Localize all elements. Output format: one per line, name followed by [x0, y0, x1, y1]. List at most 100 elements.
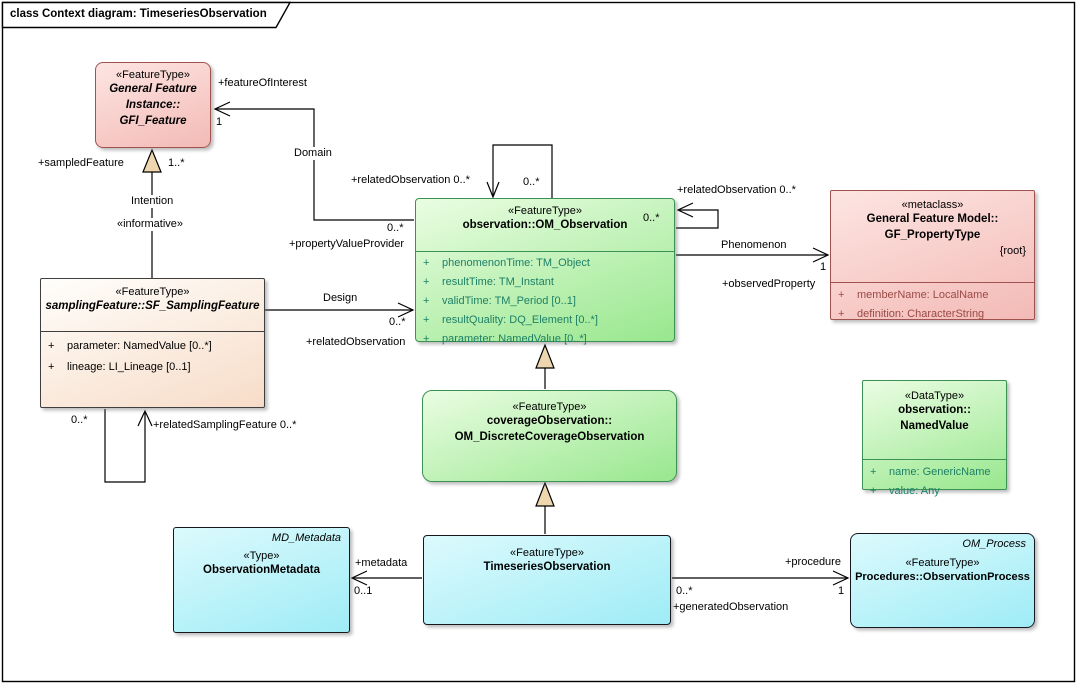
attribute-visibility: +: [423, 295, 430, 307]
attribute-visibility: +: [423, 257, 430, 269]
top-loop-open-arrowhead: [486, 181, 500, 199]
attribute-visibility: +: [48, 361, 55, 373]
label-intention: Intention: [129, 195, 176, 208]
attribute-text: resultTime: TM_Instant: [442, 276, 554, 288]
label-procedure-mult: 1: [838, 585, 845, 597]
connector-related-observation-top-loop[interactable]: [492, 144, 553, 198]
om-observation-name: observation::OM_Observation: [462, 219, 628, 231]
metadata-open-arrowhead: [350, 570, 368, 586]
attribute-text: name: GenericName: [889, 466, 991, 478]
label-design-related-observation: +relatedObservation: [306, 336, 406, 348]
attribute-value: + value: Any: [863, 482, 1006, 501]
gfi-feature-name-line2: Instance::: [125, 99, 181, 111]
attribute-visibility: +: [838, 308, 845, 320]
label-design: Design: [323, 292, 358, 304]
observation-process-name: Procedures::ObservationProcess: [855, 571, 1030, 583]
generalization-triangle-2: [535, 481, 555, 507]
observation-process-stereotype: «FeatureType»: [905, 557, 980, 569]
class-om-observation[interactable]: «FeatureType» observation::OM_Observatio…: [415, 198, 675, 345]
om-observation-attributes: + phenomenonTime: TM_Object + resultTime…: [416, 251, 674, 349]
attribute-text: value: Any: [889, 485, 940, 497]
attribute-text: parameter: NamedValue [0..*]: [442, 333, 587, 345]
class-gf-property-type[interactable]: «metaclass» General Feature Model:: GF_P…: [830, 190, 1035, 320]
class-sf-sampling-feature[interactable]: «FeatureType» samplingFeature::SF_Sampli…: [40, 278, 265, 408]
gf-property-type-root-tag: {root}: [999, 245, 1026, 257]
attribute-text: lineage: LI_Lineage [0..1]: [67, 361, 191, 373]
class-gfi-feature[interactable]: «FeatureType» General Feature Instance::…: [95, 62, 211, 148]
named-value-name-line2: NamedValue: [900, 420, 969, 432]
attribute-visibility: +: [423, 276, 430, 288]
label-observed-property-mult: 1: [820, 261, 827, 273]
label-metadata: +metadata: [355, 557, 408, 569]
attribute-visibility: +: [48, 340, 55, 352]
label-related-observation-right-mult: 0..*: [643, 212, 660, 224]
named-value-attributes: + name: GenericName + value: Any: [863, 459, 1006, 501]
gfi-feature-name-line1: General Feature: [109, 83, 197, 95]
om-dco-stereotype: «FeatureType»: [512, 401, 587, 413]
attribute-valid-time: + validTime: TM_Period [0..1]: [416, 292, 674, 311]
attribute-text: phenomenonTime: TM_Object: [442, 257, 590, 269]
domain-open-arrowhead: [213, 101, 231, 117]
label-sampled-feature-mult: 1..*: [168, 157, 185, 169]
connector-domain-association[interactable]: [215, 108, 414, 221]
label-generated-observation-mult: 0..*: [676, 585, 693, 597]
observation-metadata-stereotype: «Type»: [243, 550, 280, 562]
sampling-loop-open-arrowhead: [137, 409, 153, 427]
attribute-text: validTime: TM_Period [0..1]: [442, 295, 576, 307]
attribute-result-quality: + resultQuality: DQ_Element [0..*]: [416, 311, 674, 330]
om-observation-stereotype: «FeatureType»: [508, 205, 582, 217]
observation-metadata-parent-class: MD_Metadata: [271, 532, 341, 544]
class-observation-process[interactable]: OM_Process «FeatureType» Procedures::Obs…: [850, 533, 1035, 628]
gf-property-type-stereotype: «metaclass»: [901, 199, 964, 211]
label-feature-of-interest: +featureOfInterest: [218, 77, 307, 89]
label-phenomenon: Phenomenon: [721, 239, 787, 251]
label-informative: «informative»: [115, 218, 186, 231]
label-feature-of-interest-mult: 1: [216, 116, 223, 128]
attribute-visibility: +: [870, 485, 877, 497]
attribute-member-name: + memberName: LocalName: [831, 286, 1034, 305]
gf-property-type-name-line2: GF_PropertyType: [884, 229, 981, 241]
sf-sampling-feature-name: samplingFeature::SF_SamplingFeature: [45, 300, 260, 312]
sf-sampling-feature-stereotype: «FeatureType»: [115, 286, 190, 298]
class-observation-metadata[interactable]: MD_Metadata «Type» ObservationMetadata: [173, 527, 350, 633]
class-timeseries-observation[interactable]: «FeatureType» TimeseriesObservation: [423, 535, 671, 625]
label-procedure: +procedure: [785, 556, 841, 568]
attribute-text: parameter: NamedValue [0..*]: [67, 340, 212, 352]
label-property-value-provider-mult: 0..*: [387, 222, 404, 234]
attribute-parameter: + parameter: NamedValue [0..*]: [41, 336, 264, 357]
attribute-text: resultQuality: DQ_Element [0..*]: [442, 314, 598, 326]
intention-triangle-arrowhead: [142, 148, 162, 173]
class-named-value[interactable]: «DataType» observation:: NamedValue + na…: [862, 380, 1007, 497]
gfi-feature-name-line3: GFI_Feature: [119, 115, 187, 127]
observation-process-parent-class: OM_Process: [962, 538, 1026, 550]
attribute-parameter: + parameter: NamedValue [0..*]: [416, 330, 674, 349]
om-dco-name-line2: OM_DiscreteCoverageObservation: [454, 431, 645, 443]
attribute-text: definition: CharacterString: [857, 308, 985, 320]
sf-sampling-feature-attributes: + parameter: NamedValue [0..*] + lineage…: [41, 331, 264, 378]
connector-related-sampling-feature-loop[interactable]: [104, 409, 146, 483]
attribute-text: memberName: LocalName: [857, 289, 989, 301]
procedure-open-arrowhead: [832, 570, 850, 586]
attribute-visibility: +: [423, 314, 430, 326]
attribute-phenomenon-time: + phenomenonTime: TM_Object: [416, 254, 674, 273]
label-property-value-provider: +propertyValueProvider: [289, 238, 405, 250]
label-related-sampling-feature: +relatedSamplingFeature 0..*: [153, 419, 297, 431]
om-dco-name-line1: coverageObservation::: [486, 415, 613, 427]
label-sampled-feature: +sampledFeature: [38, 157, 124, 169]
named-value-name-line1: observation::: [898, 404, 971, 416]
attribute-visibility: +: [838, 289, 845, 301]
class-om-discrete-coverage-observation[interactable]: «FeatureType» coverageObservation:: OM_D…: [422, 390, 677, 482]
label-related-observation-top: +relatedObservation 0..*: [351, 174, 470, 186]
gfi-feature-stereotype: «FeatureType»: [116, 69, 190, 81]
label-metadata-mult: 0..1: [354, 585, 373, 597]
connector-related-observation-right-loop[interactable]: [676, 209, 719, 229]
label-design-related-observation-mult: 0..*: [389, 316, 406, 328]
gf-property-type-name-line1: General Feature Model::: [866, 213, 999, 225]
phenomenon-open-arrowhead: [812, 247, 830, 263]
right-loop-open-arrowhead: [676, 202, 694, 218]
label-domain: Domain: [292, 147, 334, 160]
attribute-definition: + definition: CharacterString: [831, 305, 1034, 324]
label-generated-observation: +generatedObservation: [673, 601, 789, 613]
attribute-result-time: + resultTime: TM_Instant: [416, 273, 674, 292]
